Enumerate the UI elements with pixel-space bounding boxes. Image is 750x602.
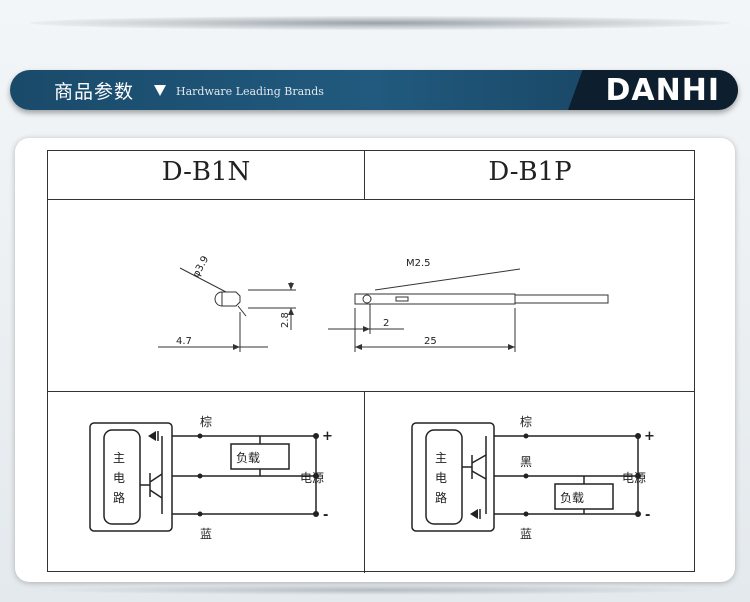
model-name-right: D-B1P bbox=[488, 157, 572, 187]
terminal-dot bbox=[635, 473, 641, 479]
sensor-head-left bbox=[214, 291, 241, 307]
diode-icon bbox=[470, 509, 478, 519]
plus-label: + bbox=[644, 429, 655, 444]
junction-dot bbox=[197, 511, 203, 517]
thread-leader bbox=[374, 268, 521, 291]
terminal-dot bbox=[313, 473, 319, 479]
terminal-dot bbox=[635, 433, 641, 439]
main-circuit-box bbox=[103, 429, 141, 525]
terminal-dot bbox=[313, 511, 319, 517]
section-subtitle: Hardware Leading Brands bbox=[176, 85, 324, 98]
table-divider bbox=[364, 391, 365, 573]
arrow-icon bbox=[233, 344, 240, 350]
transistor-collector bbox=[471, 454, 487, 464]
diode-icon bbox=[148, 431, 156, 441]
terminal-dot bbox=[313, 433, 319, 439]
main-circuit-char: 电 bbox=[113, 471, 125, 485]
blue-label: 蓝 bbox=[520, 527, 532, 541]
transistor-emitter bbox=[471, 470, 487, 480]
junction-dot bbox=[197, 433, 203, 439]
terminal-dot bbox=[635, 511, 641, 517]
triangle-down-icon bbox=[154, 85, 166, 96]
leader-line bbox=[237, 305, 247, 317]
main-circuit-char: 电 bbox=[435, 471, 447, 485]
circuit-box bbox=[89, 422, 173, 532]
brand-logo: DANHI bbox=[605, 73, 720, 108]
brown-label: 棕 bbox=[520, 414, 532, 429]
junction-dot bbox=[523, 473, 529, 479]
length-left-label: 4.7 bbox=[176, 336, 192, 347]
spec-card bbox=[15, 138, 735, 582]
spec-table: D-B1N D-B1P bbox=[47, 150, 695, 573]
arrow-icon bbox=[288, 308, 294, 315]
offset-label: 2 bbox=[383, 318, 389, 329]
card-shadow bbox=[30, 585, 720, 595]
table-divider bbox=[364, 151, 365, 199]
sensor-cable-right bbox=[514, 294, 609, 304]
junction-dot bbox=[197, 473, 203, 479]
arrow-icon bbox=[355, 344, 362, 350]
main-circuit-box bbox=[425, 429, 463, 525]
junction-dot bbox=[523, 511, 529, 517]
load-label: 负载 bbox=[236, 451, 260, 465]
blue-label: 蓝 bbox=[200, 527, 212, 541]
height-label: 2.8 bbox=[280, 312, 291, 328]
diameter-leader bbox=[179, 267, 227, 293]
transistor-emitter bbox=[149, 489, 163, 499]
plus-label: + bbox=[322, 429, 333, 444]
table-divider bbox=[48, 199, 694, 200]
transistor-collector bbox=[149, 473, 163, 483]
length-right-label: 25 bbox=[424, 336, 437, 347]
main-circuit-char: 主 bbox=[435, 451, 447, 465]
arrow-icon bbox=[363, 326, 370, 332]
model-name-left: D-B1N bbox=[161, 157, 251, 187]
power-label: 电源 bbox=[300, 471, 324, 485]
screw-head bbox=[362, 294, 372, 304]
power-label: 电源 bbox=[622, 471, 646, 485]
sensor-slot bbox=[395, 296, 409, 302]
main-circuit-char: 路 bbox=[113, 490, 125, 505]
top-shadow bbox=[30, 16, 730, 30]
minus-label: - bbox=[645, 508, 650, 523]
arrow-icon bbox=[508, 344, 515, 350]
section-banner: 商品参数 Hardware Leading Brands DANHI bbox=[10, 70, 738, 110]
section-title: 商品参数 bbox=[54, 81, 135, 103]
main-circuit-char: 路 bbox=[435, 490, 447, 505]
black-label: 黑 bbox=[520, 455, 532, 469]
arrow-icon bbox=[288, 283, 294, 290]
junction-dot bbox=[523, 433, 529, 439]
minus-label: - bbox=[323, 508, 328, 523]
load-label: 负载 bbox=[560, 491, 584, 505]
brown-label: 棕 bbox=[200, 414, 212, 429]
thread-label: M2.5 bbox=[406, 258, 431, 269]
main-circuit-char: 主 bbox=[113, 451, 125, 465]
circuit-box bbox=[411, 422, 495, 532]
table-divider bbox=[48, 391, 694, 392]
